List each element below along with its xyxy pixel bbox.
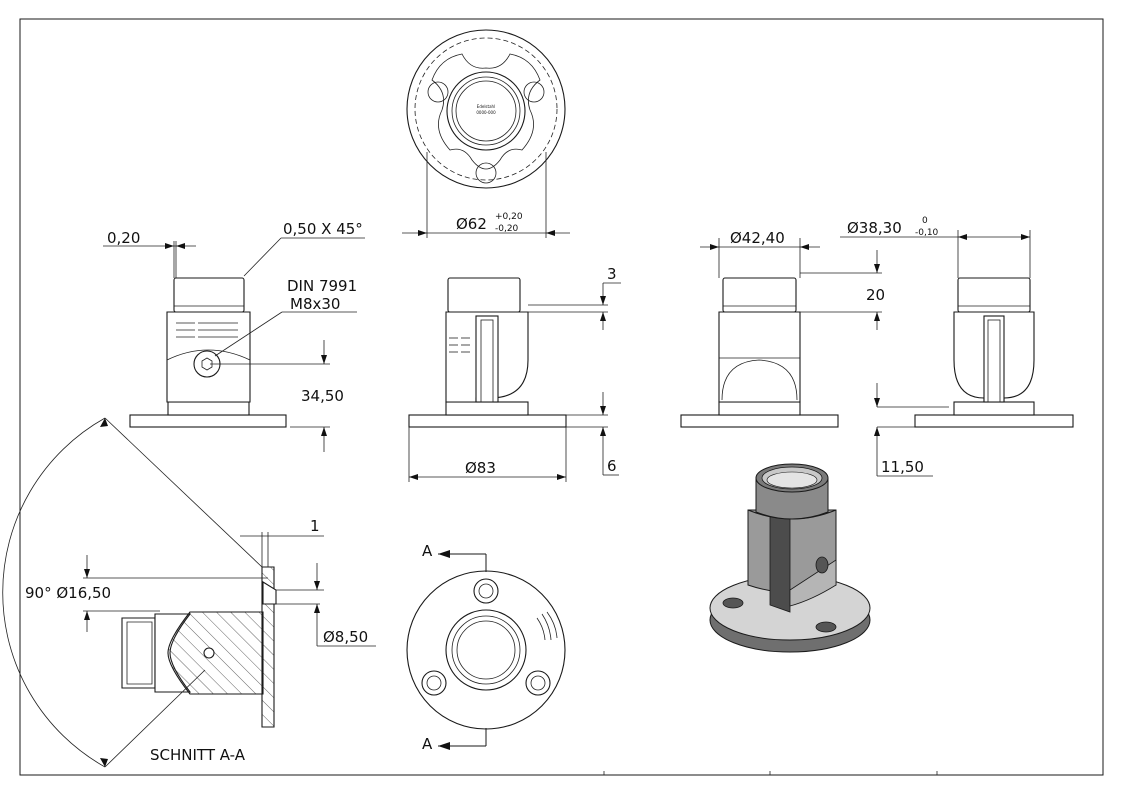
dim-3: 3	[607, 265, 617, 283]
dim-offset: 0,20	[107, 229, 140, 247]
dim-phi38-upper: 0	[922, 216, 928, 226]
section-label: SCHNITT A-A	[150, 746, 246, 764]
screw-label: M8x30	[290, 295, 340, 313]
dim-phi16: 90° Ø16,50	[25, 584, 111, 602]
dim-phi38-lower: -0,10	[915, 228, 939, 238]
dim-1: 1	[310, 517, 320, 535]
section-arrow-top: A	[422, 542, 433, 560]
logo-line1: Edelstahl	[477, 104, 495, 109]
din-label: DIN 7991	[287, 277, 357, 295]
dim-height: 34,50	[301, 387, 344, 405]
isometric-view	[709, 463, 871, 653]
dim-6: 6	[607, 457, 617, 475]
dim-phi42: Ø42,40	[730, 229, 785, 247]
front-view-left	[129, 277, 287, 428]
dim-11-50: 11,50	[881, 458, 924, 476]
dim-phi8: Ø8,50	[323, 628, 368, 646]
section-arrow-bottom: A	[422, 735, 433, 753]
bottom-view	[406, 570, 566, 730]
dim-20: 20	[866, 286, 885, 304]
front-view-middle	[408, 277, 567, 428]
logo-line2: 0000-000	[476, 110, 496, 115]
dim-phi83: Ø83	[465, 459, 496, 477]
dim-phi38: Ø38,30	[847, 219, 902, 237]
dim-phi62-lower: -0,20	[495, 224, 519, 234]
top-view: Edelstahl 0000-000	[406, 29, 566, 189]
front-view-right1	[680, 277, 839, 428]
section-view	[121, 566, 277, 728]
front-view-right2	[914, 277, 1074, 428]
dim-chamfer: 0,50 X 45°	[283, 220, 363, 238]
sheet-frame	[19, 18, 1104, 776]
dim-phi62-upper: +0,20	[495, 212, 523, 222]
dim-phi62: Ø62	[456, 215, 487, 233]
